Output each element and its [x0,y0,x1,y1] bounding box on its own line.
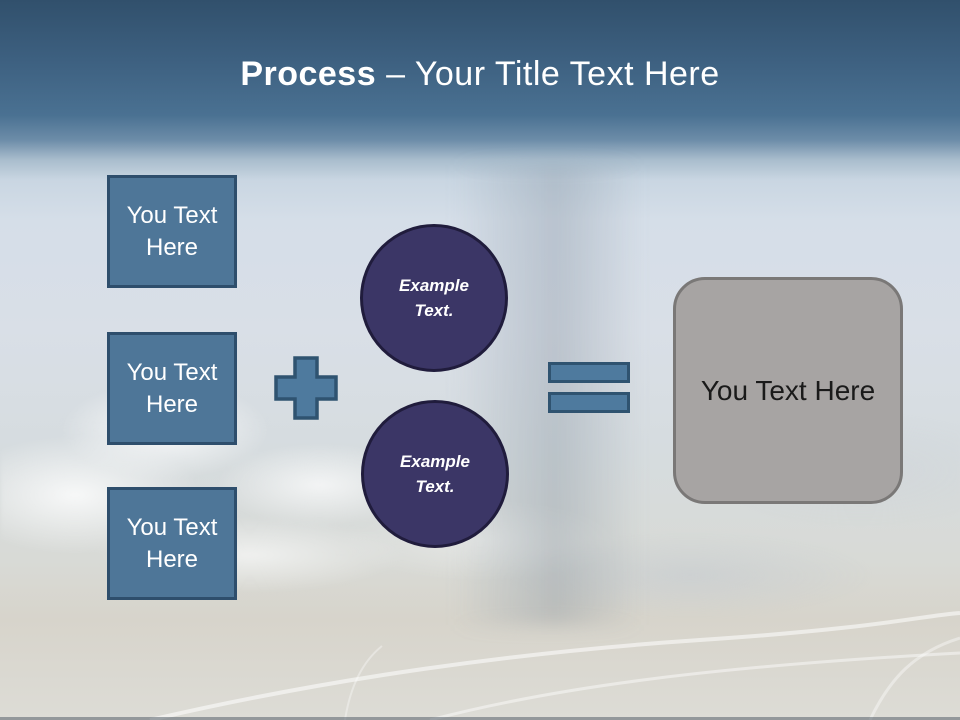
equals-icon [548,362,630,413]
title-emphasis: Process [240,55,377,93]
slide-bottom-edge [0,717,960,720]
equals-bar-top [548,362,630,383]
slide-title: Process – Your Title Text Here [0,52,960,96]
input-box-2-label: You Text Here [126,358,218,418]
equals-bar-bottom [548,392,630,413]
result-box: You Text Here [673,277,903,504]
input-box-2: You Text Here [107,332,237,445]
input-box-3: You Text Here [107,487,237,600]
example-circle-2-label: Example Text. [400,452,470,496]
input-box-3-label: You Text Here [126,513,218,573]
title-rest: – Your Title Text Here [386,55,720,93]
example-circle-2: Example Text. [361,400,509,548]
plus-icon [274,356,338,420]
result-box-label: You Text Here [700,374,876,406]
road-curves [149,611,960,720]
input-box-1-label: You Text Here [126,201,218,261]
input-box-1: You Text Here [107,175,237,288]
example-circle-1: Example Text. [360,224,508,372]
example-circle-1-label: Example Text. [399,276,469,320]
